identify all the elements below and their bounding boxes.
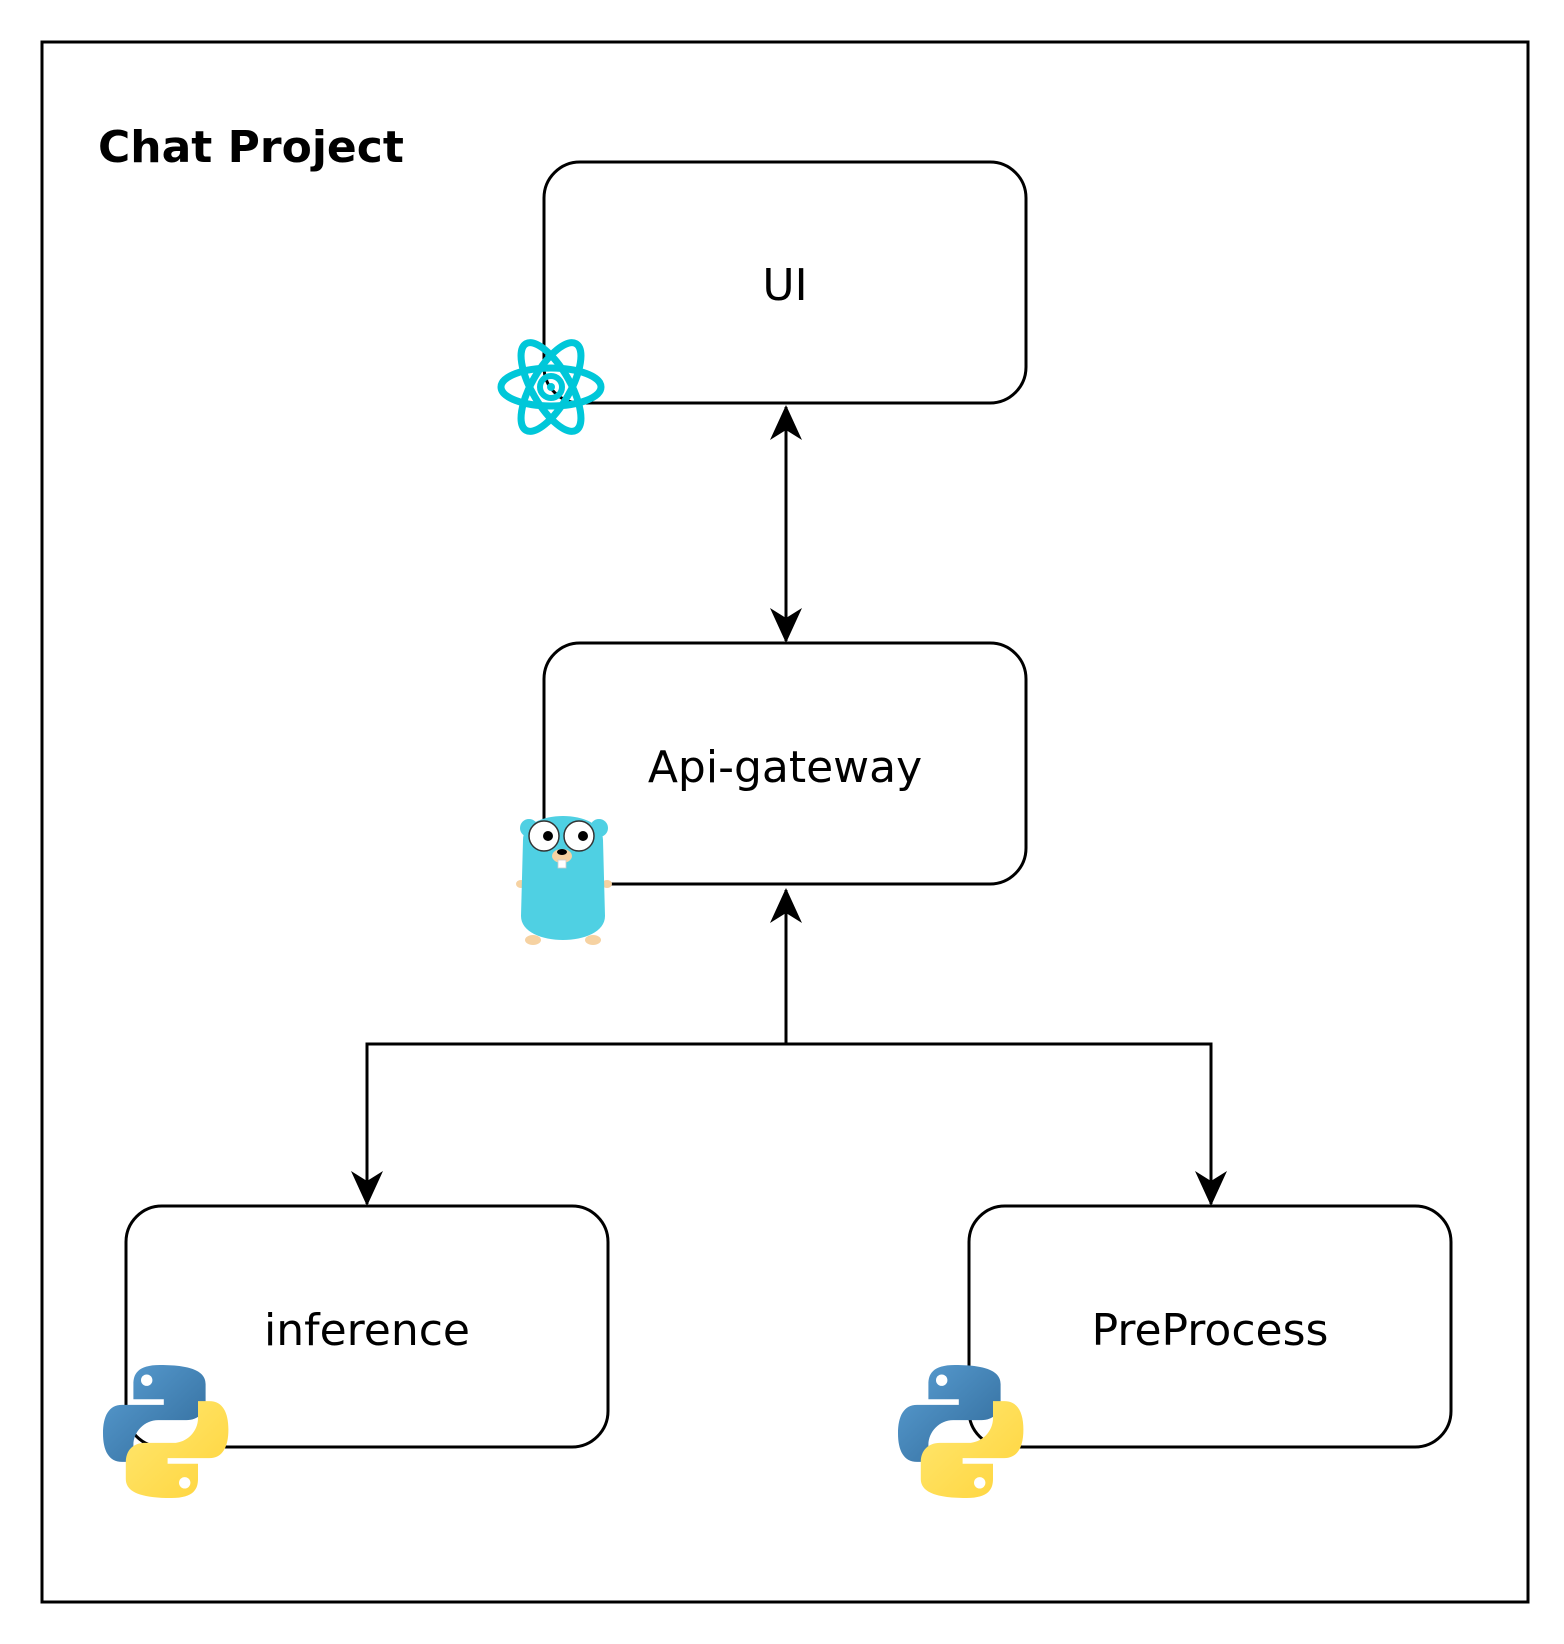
arrow-head-gateway-top: [770, 608, 802, 643]
edge-bus-gateway: [770, 888, 802, 1044]
node-inference-label: inference: [264, 1305, 470, 1356]
node-ui-label: UI: [762, 260, 807, 311]
node-preprocess[interactable]: PreProcess: [967, 1204, 1453, 1449]
arrow-head-inference: [351, 1171, 383, 1206]
node-gateway[interactable]: Api-gateway: [542, 641, 1028, 886]
node-inference[interactable]: inference: [124, 1204, 610, 1449]
node-ui[interactable]: UI: [542, 160, 1028, 405]
node-preprocess-label: PreProcess: [1092, 1305, 1329, 1356]
python-icon: [103, 1365, 229, 1498]
edge-bus-preprocess: [786, 1042, 1227, 1206]
edge-bus-inference: [351, 1042, 786, 1206]
python-icon: [898, 1365, 1024, 1498]
go-gopher-icon: [516, 816, 612, 945]
edge-ui-gateway: [770, 405, 802, 643]
project-title: Chat Project: [98, 122, 404, 173]
arrow-head-ui: [770, 405, 802, 440]
node-gateway-label: Api-gateway: [648, 742, 922, 793]
arrow-head-gateway-bottom: [770, 888, 802, 923]
arrow-head-preprocess: [1195, 1171, 1227, 1206]
